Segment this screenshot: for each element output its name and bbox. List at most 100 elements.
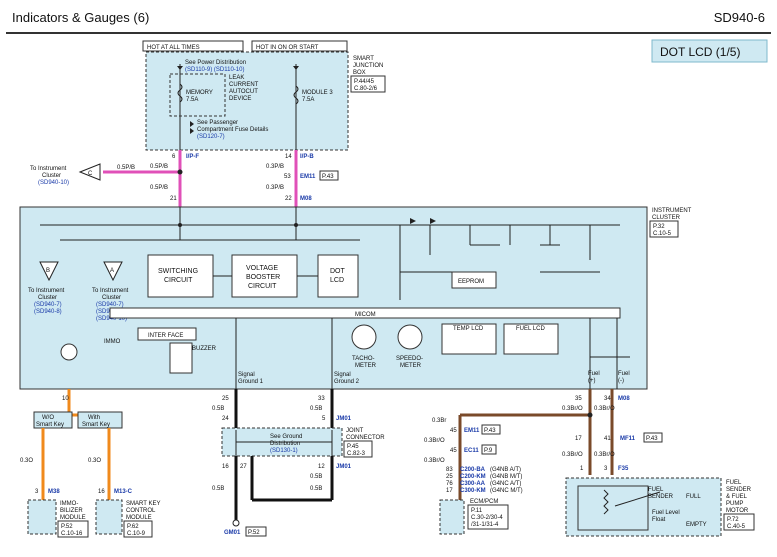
svg-text:C300-AA: C300-AA — [460, 481, 486, 487]
svg-text:25: 25 — [446, 474, 453, 480]
svg-text:(SD110-9) (SD110-10): (SD110-9) (SD110-10) — [185, 67, 244, 73]
svg-text:INTER FACE: INTER FACE — [148, 333, 183, 339]
svg-text:METER: METER — [355, 363, 377, 369]
svg-text:P.45: P.45 — [347, 444, 359, 450]
svg-text:0.5B: 0.5B — [212, 486, 224, 492]
svg-text:27: 27 — [240, 464, 247, 470]
svg-text:35: 35 — [575, 396, 582, 402]
svg-text:Fuel: Fuel — [588, 371, 600, 377]
svg-text:To Instrument: To Instrument — [28, 288, 65, 294]
svg-text:CLUSTER: CLUSTER — [652, 215, 681, 221]
svg-text:C.80-2/6: C.80-2/6 — [354, 86, 378, 92]
fuel-sender-resistor-icon — [603, 489, 609, 515]
svg-text:DEVICE: DEVICE — [229, 96, 251, 102]
svg-text:33: 33 — [318, 396, 325, 402]
svg-text:5: 5 — [322, 416, 326, 422]
fuel-lcd-icon — [503, 323, 559, 355]
svg-text:To Instrument: To Instrument — [92, 288, 129, 294]
svg-text:JUNCTION: JUNCTION — [353, 63, 383, 69]
svg-text:HOT AT ALL TIMES: HOT AT ALL TIMES — [147, 45, 200, 51]
speedometer-icon — [397, 324, 423, 350]
svg-text:16: 16 — [222, 464, 229, 470]
svg-text:C300-KM: C300-KM — [460, 488, 486, 494]
svg-text:14: 14 — [285, 154, 292, 160]
svg-text:P.11: P.11 — [471, 508, 483, 514]
svg-text:0.3P/B: 0.3P/B — [266, 185, 284, 191]
svg-text:SENDER: SENDER — [726, 487, 752, 493]
svg-text:SWITCHING: SWITCHING — [158, 268, 198, 275]
page-header: Indicators & Gauges (6) SD940-6 — [6, 4, 771, 34]
svg-text:IMMO-: IMMO- — [60, 501, 78, 507]
svg-text:P.9: P.9 — [484, 448, 493, 454]
svg-text:I/P-F: I/P-F — [186, 154, 199, 160]
svg-text:Smart Key: Smart Key — [36, 422, 64, 428]
svg-text:CURRENT: CURRENT — [229, 82, 259, 88]
svg-text:SENDER: SENDER — [648, 494, 674, 500]
svg-text:0.3Br: 0.3Br — [432, 418, 446, 424]
svg-text:MOTOR: MOTOR — [726, 508, 749, 514]
svg-text:P.72: P.72 — [727, 517, 739, 523]
svg-text:7.5A: 7.5A — [186, 97, 198, 103]
svg-text:BILIZER: BILIZER — [60, 508, 83, 514]
svg-text:Signal: Signal — [334, 372, 351, 378]
svg-text:FUEL: FUEL — [648, 487, 664, 493]
svg-text:(G4NC A/T): (G4NC A/T) — [490, 481, 521, 487]
svg-text:0.3Br/O: 0.3Br/O — [424, 438, 445, 444]
svg-text:21: 21 — [170, 196, 177, 202]
svg-text:3: 3 — [35, 489, 39, 495]
svg-text:/31-1/31-4: /31-1/31-4 — [471, 522, 499, 528]
svg-text:(SD940-8): (SD940-8) — [34, 309, 62, 315]
svg-text:JOINT: JOINT — [346, 428, 364, 434]
svg-text:(SD940-10): (SD940-10) — [96, 316, 127, 322]
svg-text:P.32: P.32 — [653, 224, 665, 230]
svg-text:DOT: DOT — [330, 268, 346, 275]
svg-text:See Passenger: See Passenger — [197, 120, 238, 126]
svg-text:M13-C: M13-C — [114, 489, 133, 495]
svg-text:See Power Distribution: See Power Distribution — [185, 60, 246, 66]
svg-text:Float: Float — [652, 517, 666, 523]
diagram-code: SD940-6 — [713, 10, 765, 25]
svg-text:B: B — [46, 268, 50, 274]
svg-text:BUZZER: BUZZER — [192, 346, 217, 352]
svg-text:25: 25 — [222, 396, 229, 402]
svg-text:(+): (+) — [588, 378, 596, 384]
svg-text:MODULE: MODULE — [60, 515, 86, 521]
page-title: Indicators & Gauges (6) — [12, 10, 150, 25]
svg-text:SMART KEY: SMART KEY — [126, 501, 160, 507]
svg-text:A: A — [110, 268, 114, 274]
svg-text:(SD940-10): (SD940-10) — [38, 180, 69, 186]
svg-text:0.5B: 0.5B — [310, 406, 322, 412]
svg-text:EM11: EM11 — [300, 174, 316, 180]
svg-text:TEMP LCD: TEMP LCD — [453, 326, 484, 332]
svg-text:M08: M08 — [618, 396, 630, 402]
svg-text:METER: METER — [400, 363, 422, 369]
svg-text:ECM/PCM: ECM/PCM — [470, 499, 498, 505]
svg-text:0.3Br/O: 0.3Br/O — [424, 458, 445, 464]
svg-text:41: 41 — [604, 436, 611, 442]
svg-text:C.10-9: C.10-9 — [127, 531, 146, 537]
svg-text:MICOM: MICOM — [355, 312, 376, 318]
svg-text:1: 1 — [580, 466, 584, 472]
svg-text:P.43: P.43 — [646, 436, 658, 442]
svg-text:MODULE: MODULE — [126, 515, 152, 521]
ecm-connector-list: 83 C200-BA (G4NB A/T) 25 C200-KM (G4NB M… — [446, 467, 523, 494]
ground-branch: 25 33 0.5B 0.5B 24 5 JM01 See Ground Dis… — [212, 389, 385, 537]
svg-text:JM01: JM01 — [336, 416, 352, 422]
temp-lcd-icon — [441, 323, 497, 355]
svg-text:0.5B: 0.5B — [310, 474, 322, 480]
svg-text:EC11: EC11 — [464, 448, 479, 454]
svg-text:W/O: W/O — [42, 415, 54, 421]
svg-text:0.3Br/O: 0.3Br/O — [562, 452, 583, 458]
svg-text:CONNECTOR: CONNECTOR — [346, 435, 385, 441]
svg-text:P.62: P.62 — [127, 524, 139, 530]
svg-text:(G4NC M/T): (G4NC M/T) — [490, 488, 523, 494]
svg-text:C.40-5: C.40-5 — [727, 524, 746, 530]
svg-text:Cluster: Cluster — [42, 173, 61, 179]
svg-text:0.5B: 0.5B — [310, 486, 322, 492]
svg-text:0.3O: 0.3O — [88, 458, 101, 464]
svg-text:53: 53 — [284, 174, 291, 180]
svg-text:& FUEL: & FUEL — [726, 494, 748, 500]
svg-text:I/P-B: I/P-B — [300, 154, 314, 160]
svg-text:16: 16 — [98, 489, 105, 495]
